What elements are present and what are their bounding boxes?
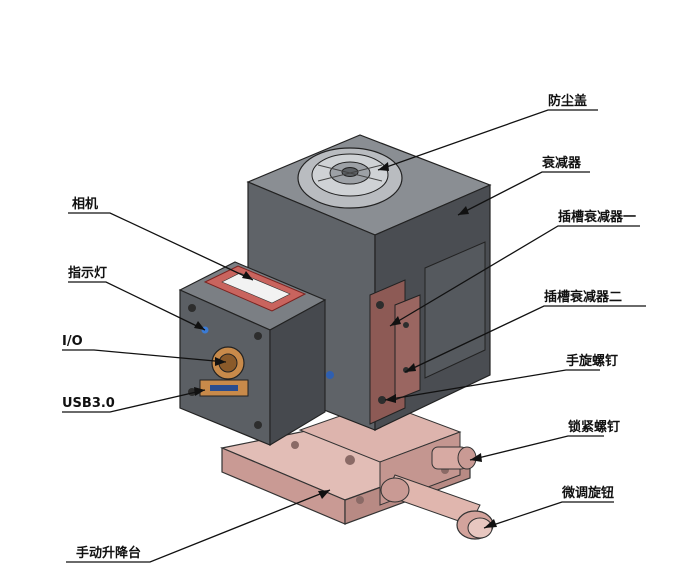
callout-labels: 防尘盖 衰减器 相机 插槽衰减器一 指示灯 插槽衰减器二 I/O 手旋螺钉 US… <box>62 93 636 561</box>
leader-lock-screw <box>469 435 604 461</box>
leader-io <box>62 349 227 363</box>
arrowhead-usb <box>194 387 205 396</box>
leader-attenuator <box>457 171 590 216</box>
arrowhead-slot-attenuator-2 <box>405 363 416 372</box>
label-camera: 相机 <box>72 196 98 212</box>
label-micrometer-knob: 微调旋钮 <box>561 485 614 501</box>
dust-cover <box>297 147 403 209</box>
leader-arrowheads <box>194 162 497 528</box>
leader-camera <box>68 212 254 281</box>
label-usb: USB3.0 <box>62 396 115 411</box>
leader-lines <box>62 109 646 563</box>
arrowhead-dust-cover <box>378 162 389 171</box>
arrowhead-slot-attenuator-1 <box>390 316 401 326</box>
label-slot-attenuator-1: 插槽衰减器一 <box>558 209 636 225</box>
arrowhead-manual-lift-stage <box>318 490 330 499</box>
arrowhead-micrometer-knob <box>484 519 497 528</box>
lock-screw <box>431 446 477 470</box>
leader-thumb-screw <box>384 369 600 401</box>
leader-slot-attenuator-2 <box>404 305 646 373</box>
leader-manual-lift-stage <box>66 489 331 563</box>
arrowhead-io <box>215 357 226 366</box>
leader-indicator-light <box>68 281 206 331</box>
label-indicator-light: 指示灯 <box>68 265 107 281</box>
leader-micrometer-knob <box>483 501 614 529</box>
arrowhead-thumb-screw <box>385 394 396 403</box>
label-thumb-screw: 手旋螺钉 <box>566 353 618 369</box>
label-lock-screw: 锁紧螺钉 <box>568 419 620 435</box>
device-illustration <box>178 134 494 540</box>
arrowhead-indicator-light <box>194 321 205 330</box>
label-manual-lift-stage: 手动升降台 <box>76 545 141 561</box>
label-io: I/O <box>62 334 83 349</box>
arrowhead-camera <box>242 271 253 280</box>
leader-usb <box>62 389 206 413</box>
micrometer-knob <box>380 474 494 540</box>
label-dust-cover: 防尘盖 <box>548 93 587 109</box>
label-attenuator: 衰减器 <box>541 155 582 171</box>
label-slot-attenuator-2: 插槽衰减器二 <box>544 289 622 305</box>
arrowhead-lock-screw <box>470 453 482 462</box>
leader-slot-attenuator-1 <box>389 225 640 327</box>
arrowhead-attenuator <box>458 206 469 215</box>
leader-dust-cover <box>377 109 598 171</box>
